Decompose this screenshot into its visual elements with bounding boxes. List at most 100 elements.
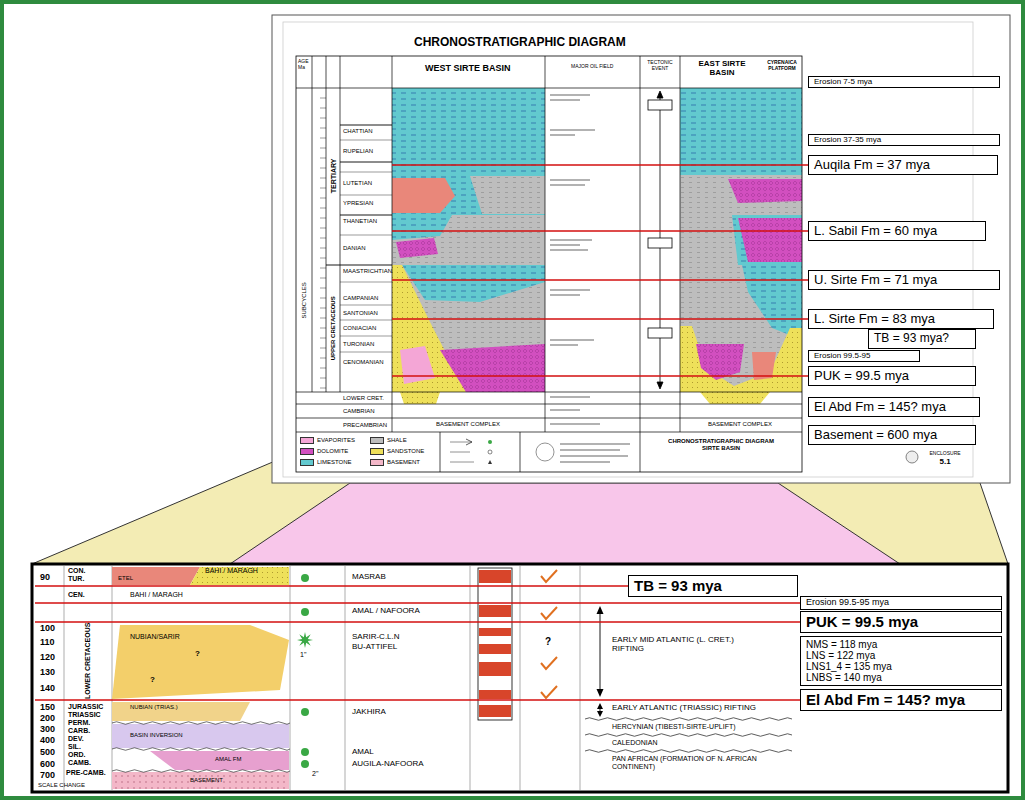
formation-label: ?: [195, 650, 200, 659]
chart-grid: [340, 140, 392, 352]
annotation-text: L. Sabil Fm = 60 mya: [814, 224, 937, 238]
inset-panel: [32, 564, 1008, 792]
tectonic-arrow: [657, 91, 663, 98]
chart-grid: [296, 88, 802, 432]
query-mark: ?: [545, 636, 551, 647]
note: SCALE CHANGE: [38, 782, 85, 789]
age-number: 150: [40, 703, 55, 713]
legend-symbols: [488, 450, 492, 454]
period-label: SIL.: [68, 743, 81, 751]
inset-formation-fill: [112, 702, 250, 721]
west-basin-fill: [392, 175, 545, 215]
chart-grid: [320, 98, 326, 388]
annotation-text: PUK = 99.5 mya: [814, 369, 909, 383]
legend-entry: LIMESTONE: [300, 459, 352, 466]
column-header: CYRENAICA PLATFORM: [763, 60, 801, 71]
west-basin-fill: [470, 176, 545, 214]
tectonic-event: EARLY MID ATLANTIC (L. CRET.) RIFTING: [612, 636, 752, 654]
chart-label: ENCLOSURE: [930, 451, 961, 457]
stage-label: LOWER CRET.: [343, 395, 384, 402]
legend-swatch: [370, 448, 384, 455]
chart-panel: [272, 15, 1010, 483]
east-basin-fill: [680, 326, 802, 392]
annotation-text: PUK = 99.5 mya: [806, 614, 918, 631]
stage-label: TURONIAN: [343, 341, 374, 348]
legend-swatch: [300, 437, 314, 444]
age-number: 120: [40, 653, 55, 663]
west-basin-fill: [440, 344, 545, 392]
period-label: PERM.: [68, 719, 90, 727]
unconformity-line: [585, 718, 792, 753]
stage-label: THANETIAN: [343, 218, 377, 225]
tectonic-arrow: [648, 328, 672, 338]
inset-formation-fill: [190, 567, 289, 585]
age-number: 140: [40, 684, 55, 694]
stage-label: SANTONIAN: [343, 310, 378, 317]
legend-swatch: [300, 448, 314, 455]
age-number: 90: [40, 573, 50, 583]
column-header: WEST SIRTE BASIN: [425, 64, 511, 74]
legend-symbols: [488, 460, 492, 464]
annotation-box: Erosion 99.5-95 mya: [800, 596, 1002, 610]
annotation-box: Erosion 37-35 mya: [808, 134, 1000, 147]
west-basin-fill: [402, 265, 545, 302]
chart-label: BASEMENT COMPLEX: [436, 421, 500, 428]
east-basin-fill: [680, 215, 738, 265]
oil-field-symbol: [301, 748, 309, 756]
west-basin-fill: [392, 88, 545, 175]
callout-number: 1": [300, 651, 306, 659]
annotation-box: Erosion 7-5 mya: [808, 76, 1000, 89]
west-basin-fill: [396, 238, 438, 258]
tectonic-arrow: [648, 238, 672, 248]
east-basin-fill: [680, 88, 802, 175]
annotation-box: El Abd Fm = 145? mya: [808, 397, 980, 417]
formation-label: BASIN INVERSION: [130, 732, 183, 739]
formation-label: NUBIAN (TRIAS.): [130, 704, 178, 711]
annotation-text: NMS = 118 mya: [806, 639, 877, 650]
east-basin-fill: [738, 218, 802, 262]
age-number: 200: [40, 714, 55, 724]
annotation-box: PUK = 99.5 mya: [808, 366, 976, 386]
legend-entry: EVAPORITES: [300, 437, 355, 444]
inset-formation-fill: [112, 772, 289, 789]
legend-entry: SHALE: [370, 437, 407, 444]
period-label: TUR.: [68, 575, 84, 583]
annotation-text: U. Sirte Fm = 71 mya: [814, 273, 937, 287]
formation-label: ETEL: [118, 575, 133, 582]
west-basin-fill: [400, 346, 435, 384]
annotation-text: L. Sirte Fm = 83 mya: [814, 312, 935, 326]
oil-field-name: MASRAB: [352, 573, 386, 582]
tectonic-event: CALEDONIAN: [612, 739, 658, 747]
tectonic-arrow: [648, 91, 672, 389]
tectonic-event: EARLY ATLANTIC (TRIASSIC) RIFTING: [612, 704, 756, 713]
legend-text: SHALE: [387, 437, 407, 444]
oil-field-name: JAKHIRA: [352, 708, 386, 717]
oil-field-name: SARIR-C.L.N: [352, 633, 400, 642]
source-rock-bar: [479, 705, 511, 717]
legend-swatch: [370, 437, 384, 444]
inset-formation-fill: [112, 567, 200, 585]
oil-field-name: BU-ATTIFEL: [352, 643, 397, 652]
stage-label: CHATTIAN: [343, 128, 373, 135]
zoom-projection: [230, 483, 900, 564]
source-rock-bar: [479, 570, 511, 583]
annotation-box: Erosion 99.5-95: [808, 350, 920, 363]
legend-text: DOLOMITE: [317, 448, 348, 455]
legend-swatch: [370, 459, 384, 466]
horizon-line: [392, 165, 808, 376]
formation-label: NUBIAN/SARIR: [130, 633, 180, 641]
source-rock-bar: [479, 662, 511, 676]
legend-text: SANDSTONE: [387, 448, 424, 455]
stage-label: MAASTRICHTIAN: [343, 268, 392, 275]
legend-symbols: [466, 439, 472, 445]
east-basin-fill: [680, 175, 802, 215]
age-number: 700: [40, 771, 55, 781]
annotation-box: L. Sirte Fm = 83 mya: [808, 309, 994, 329]
column-header: MAJOR OIL FIELD: [571, 64, 613, 70]
annotation-text: LNBS = 140 mya: [806, 672, 882, 683]
source-rock-bar: [478, 568, 512, 720]
